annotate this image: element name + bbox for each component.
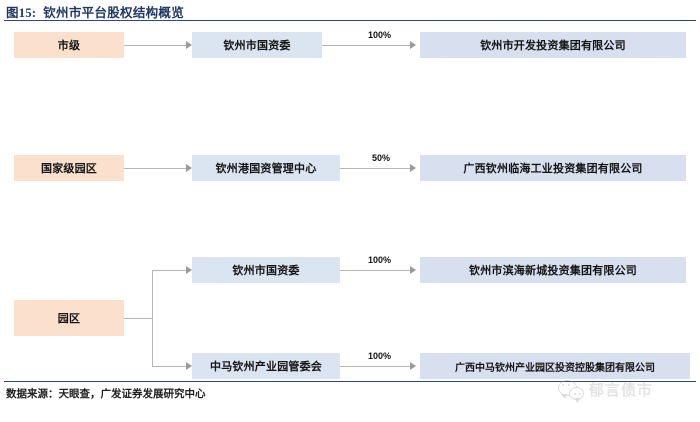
connector-trunk-row3 (124, 318, 152, 319)
arrow-head-row1-b (410, 41, 416, 49)
connector-line-row3b (152, 366, 188, 367)
stake-label-row3-1: 100% (368, 351, 392, 361)
category-label: 园区 (57, 313, 81, 325)
category-label: 国家级园区 (41, 163, 97, 175)
connector-line-row3a-b (340, 270, 412, 271)
arrow-head-row2-b (410, 164, 416, 172)
owner-box-row1-0: 钦州市国资委 (192, 32, 322, 58)
connector-line-row2-a (124, 168, 188, 169)
arrow-head-row3a (186, 266, 192, 274)
connector-line-row1-b (322, 45, 412, 46)
entity-box-row3-0: 钦州市滨海新城投资集团有限公司 (420, 257, 686, 283)
owner-box-row3-1: 中马钦州产业园管委会 (192, 353, 340, 379)
owner-label: 钦州市国资委 (232, 265, 300, 277)
owner-label: 钦州港国资管理中心 (215, 163, 317, 175)
source-note: 数据来源：天眼查，广发证券发展研究中心 (6, 389, 206, 400)
entity-box-row3-1: 广西中马钦州产业园区投资控股集团有限公司 (420, 353, 690, 379)
entity-box-row1-0: 钦州市开发投资集团有限公司 (420, 32, 686, 58)
figure-title-bar: 图15: 钦州市平台股权结构概览 (0, 0, 700, 22)
stake-label-row3-0: 100% (368, 255, 392, 265)
entity-label: 广西钦州临海工业投资集团有限公司 (463, 163, 643, 175)
connector-line-row1-a (124, 45, 188, 46)
category-box-municipal: 市级 (14, 32, 124, 58)
page-title: 图15: 钦州市平台股权结构概览 (6, 2, 184, 21)
arrow-head-row3a-b (410, 266, 416, 274)
stake-label-row2-0: 50% (372, 153, 391, 163)
entity-label: 钦州市开发投资集团有限公司 (480, 40, 626, 52)
entity-box-row2-0: 广西钦州临海工业投资集团有限公司 (420, 155, 686, 181)
owner-box-row2-0: 钦州港国资管理中心 (192, 155, 340, 181)
title-divider (4, 20, 696, 21)
arrow-head-row1-a (186, 41, 192, 49)
owner-box-row3-0: 钦州市国资委 (192, 257, 340, 283)
connector-vertical-row3 (152, 270, 153, 366)
category-box-park: 园区 (14, 300, 124, 336)
arrow-head-row3b (186, 362, 192, 370)
arrow-head-row3b-b (410, 362, 416, 370)
owner-label: 钦州市国资委 (223, 40, 291, 52)
watermark: 郁言债市 (558, 379, 654, 403)
connector-line-row3b-b (340, 366, 412, 367)
ownership-structure-diagram: 市级 钦州市国资委 100% 钦州市开发投资集团有限公司 国家级园区 钦州港国资… (0, 22, 700, 380)
connector-line-row2-b (340, 168, 412, 169)
category-label: 市级 (57, 40, 81, 52)
footer-divider (4, 381, 696, 382)
figure-number: 图15: (6, 6, 37, 20)
owner-label: 中马钦州产业园管委会 (210, 361, 322, 373)
entity-label: 钦州市滨海新城投资集团有限公司 (469, 265, 637, 277)
wechat-icon (558, 379, 584, 403)
stake-label-row1-0: 100% (368, 30, 392, 40)
connector-line-row3a (152, 270, 188, 271)
entity-label: 广西中马钦州产业园区投资控股集团有限公司 (455, 362, 655, 374)
figure-title: 钦州市平台股权结构概览 (43, 6, 185, 20)
category-box-national-park: 国家级园区 (14, 155, 124, 181)
watermark-label: 郁言债市 (589, 382, 654, 399)
arrow-head-row2-a (186, 164, 192, 172)
